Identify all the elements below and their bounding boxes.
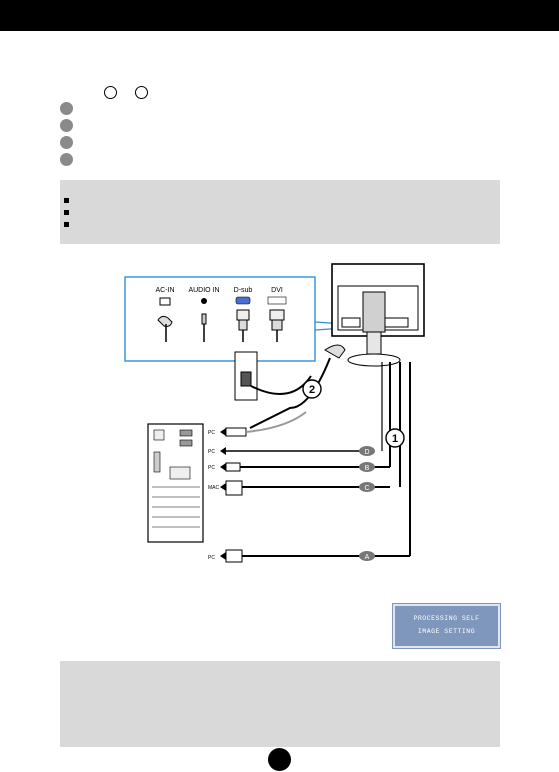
cable-label-a: A [359, 551, 375, 561]
step-bullet-2 [60, 119, 73, 132]
step-marker-1 [385, 428, 405, 448]
pc-label: PC [208, 555, 215, 561]
note-bullet [64, 210, 69, 215]
pc-label: PC [208, 449, 215, 455]
bottom-note-box [60, 661, 500, 747]
power-plug [324, 344, 346, 359]
cable-label-b: B [359, 462, 375, 472]
port-label-audio-in: AUDIO IN [188, 287, 219, 294]
step-number-1: 1 [392, 433, 398, 445]
step-bullet-4 [60, 153, 73, 166]
osd-line-1: PROCESSING SELF [413, 615, 480, 622]
svg-text:B: B [365, 465, 370, 472]
step-bullet-3 [60, 136, 73, 149]
wall-outlet [234, 351, 312, 401]
cable-label-c: C [359, 482, 375, 492]
port-label-ac-in: AC-IN [155, 287, 174, 294]
port-dvi-icon [267, 296, 287, 342]
port-label-dvi: DVI [271, 287, 283, 294]
note-bullet [64, 198, 69, 203]
step-bullet-1 [60, 102, 73, 115]
header-bar [0, 0, 559, 31]
step-marker-2 [302, 379, 322, 399]
step-number-2: 2 [309, 384, 315, 396]
port-label-dsub: D-sub [234, 287, 253, 294]
pc-label: PC [208, 465, 215, 471]
port-dsub-icon [235, 296, 251, 342]
monitor-rear [331, 263, 425, 367]
pc-tower [147, 423, 204, 543]
note-box [60, 180, 500, 244]
connection-diagram: AC-IN AUDIO IN D-sub DVI [124, 263, 425, 563]
cable-label-d: D [359, 446, 375, 456]
circle-marker [104, 86, 117, 99]
page-number-badge [268, 748, 291, 771]
port-ac-in-icon [157, 297, 173, 342]
osd-line-2: IMAGE SETTING [417, 628, 476, 635]
circle-marker [135, 86, 148, 99]
svg-text:D: D [364, 449, 369, 456]
pc-label: MAC [208, 485, 220, 491]
port-audio-in-icon [201, 298, 207, 342]
svg-text:C: C [364, 485, 369, 492]
port-callout-box [124, 276, 316, 362]
svg-text:A: A [365, 554, 370, 561]
pc-label: PC [208, 430, 215, 436]
osd-message-box: PROCESSING SELF IMAGE SETTING [393, 604, 500, 648]
note-bullet [64, 222, 69, 227]
